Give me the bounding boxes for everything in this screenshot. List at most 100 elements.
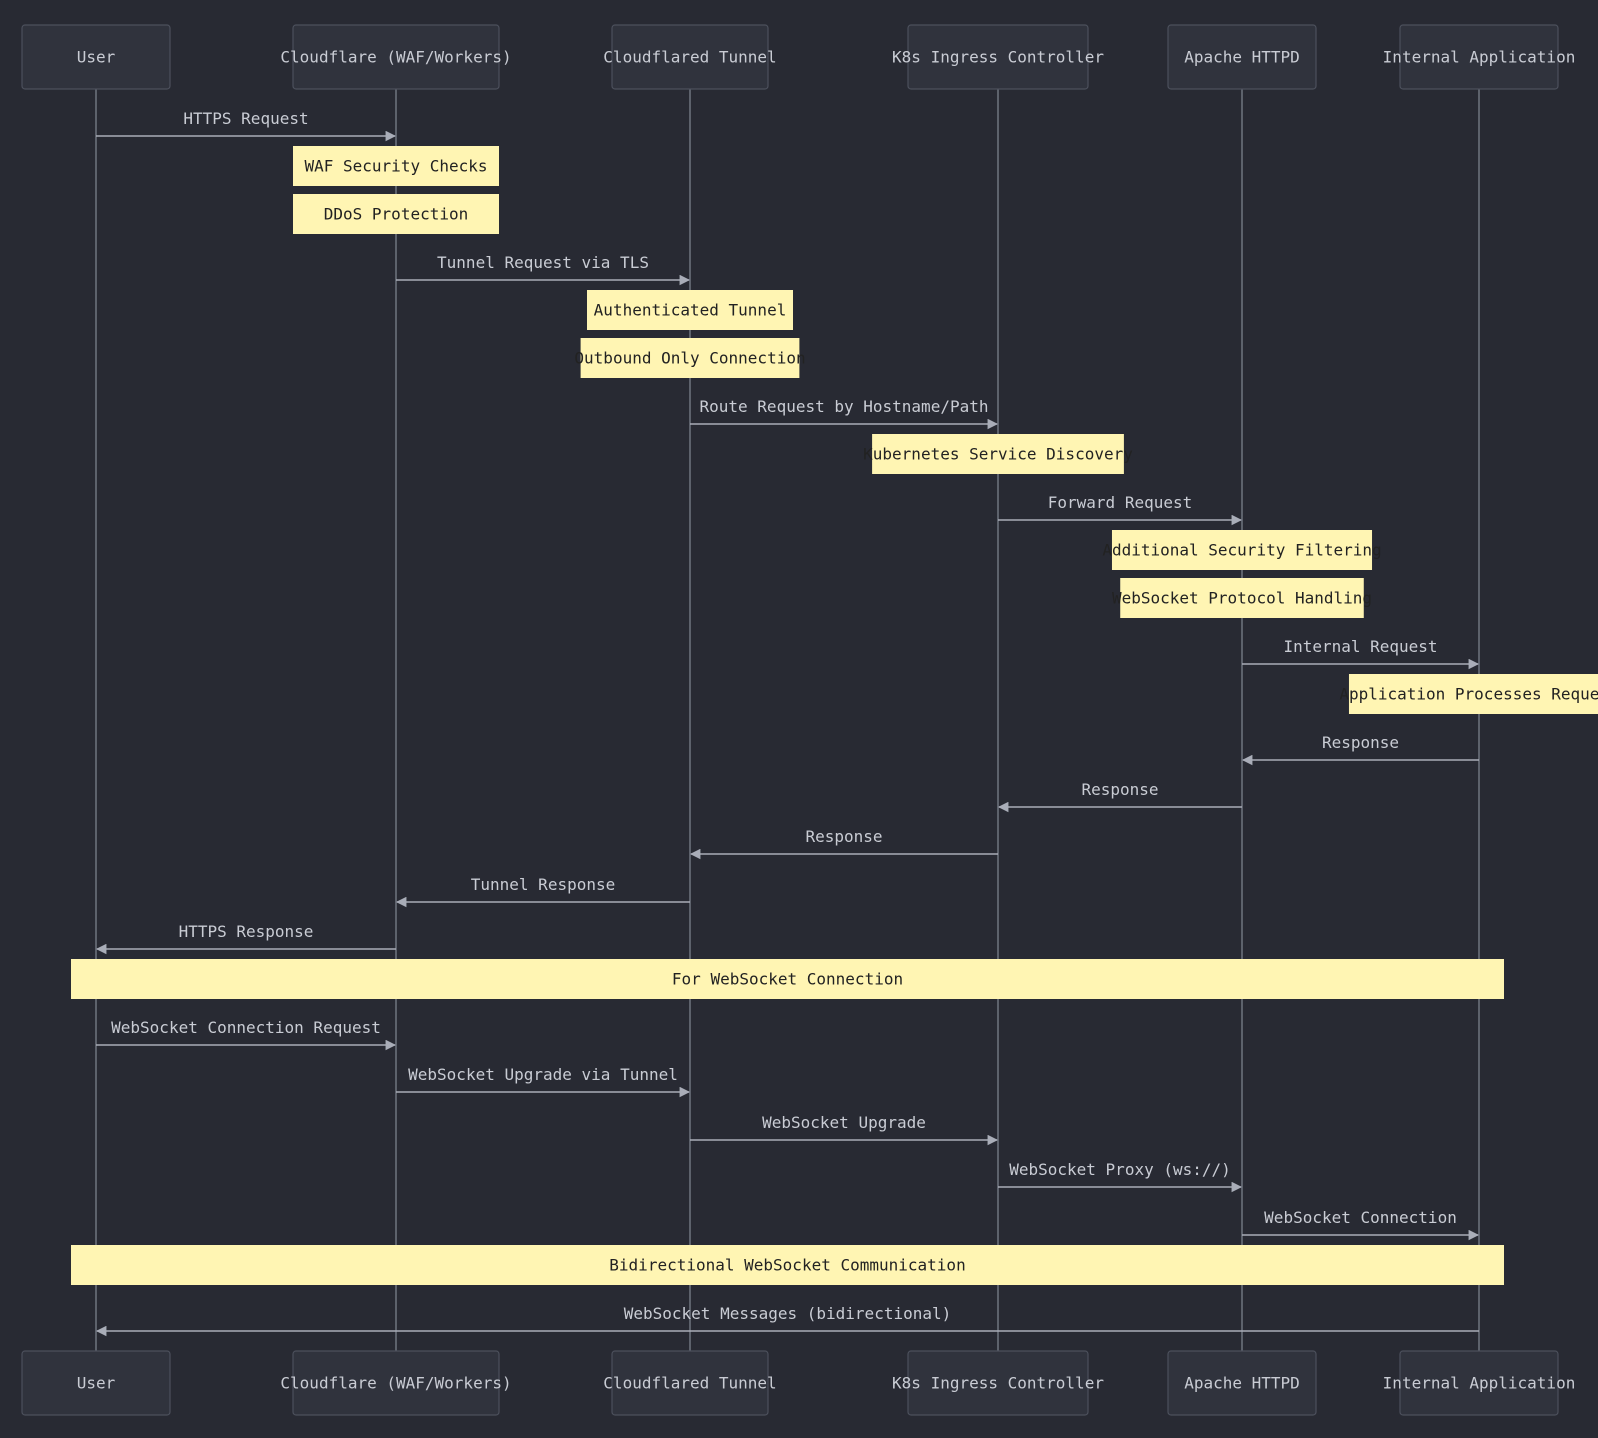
message-label: Forward Request	[1048, 493, 1193, 512]
actor-label: Cloudflared Tunnel	[603, 48, 776, 67]
actor-label: Cloudflared Tunnel	[603, 1374, 776, 1393]
message-arrow: Response	[997, 780, 1242, 813]
note-label: Bidirectional WebSocket Communication	[609, 1256, 965, 1275]
top-actor-user: User	[21, 24, 171, 90]
message-arrow: WebSocket Connection	[1242, 1208, 1480, 1241]
message-arrow: WebSocket Proxy (ws://)	[998, 1160, 1243, 1193]
bottom-actor-k8s-ingress-controller: K8s Ingress Controller	[892, 1350, 1104, 1416]
lifelines	[95, 89, 1480, 1351]
note: Kubernetes Service Discovery	[863, 434, 1133, 474]
actor-box	[1167, 24, 1317, 90]
note-box	[587, 290, 793, 330]
top-actor-apache-httpd: Apache HTTPD	[1167, 24, 1317, 90]
message-arrow: Internal Request	[1242, 637, 1480, 670]
note: For WebSocket Connection	[71, 959, 1504, 999]
note-label: WAF Security Checks	[304, 157, 487, 176]
message-arrow: HTTPS Response	[95, 922, 396, 955]
actor-box	[611, 24, 769, 90]
actor-box	[1399, 24, 1559, 90]
note-box	[1111, 530, 1373, 570]
actor-box	[292, 1350, 500, 1416]
actor-box	[1167, 1350, 1317, 1416]
actor-box	[21, 1350, 171, 1416]
note: DDoS Protection	[293, 194, 499, 234]
bottom-actor-apache-httpd: Apache HTTPD	[1167, 1350, 1317, 1416]
message-arrow: Response	[689, 827, 998, 860]
actor-label: User	[77, 1374, 116, 1393]
actor-box	[907, 24, 1089, 90]
message-label: Response	[1081, 780, 1158, 799]
message-arrow: Response	[1241, 733, 1479, 766]
note: Additional Security Filtering	[1102, 530, 1382, 570]
actor-label: Internal Application	[1383, 1374, 1576, 1393]
message-arrow: Forward Request	[998, 493, 1243, 526]
actor-box	[907, 1350, 1089, 1416]
bottom-actor-user: User	[21, 1350, 171, 1416]
message-label: WebSocket Upgrade	[762, 1113, 926, 1132]
actor-row-top: User Cloudflare (WAF/Workers) Cloudflared …	[21, 24, 1576, 90]
top-actor-k8s-ingress-controller: K8s Ingress Controller	[892, 24, 1104, 90]
actor-box	[21, 24, 171, 90]
actor-box	[292, 24, 500, 90]
actor-label: K8s Ingress Controller	[892, 1374, 1104, 1393]
note-box	[71, 959, 1504, 999]
note-label: Outbound Only Connection	[574, 349, 805, 368]
bottom-actor-cloudflare-waf-workers: Cloudflare (WAF/Workers)	[280, 1350, 512, 1416]
note-label: Kubernetes Service Discovery	[863, 445, 1133, 464]
top-actor-cloudflared-tunnel: Cloudflared Tunnel	[603, 24, 777, 90]
message-label: WebSocket Connection	[1264, 1208, 1457, 1227]
message-label: Response	[805, 827, 882, 846]
actor-label: Apache HTTPD	[1184, 48, 1300, 67]
actor-label: Cloudflare (WAF/Workers)	[280, 48, 511, 67]
message-label: Route Request by Hostname/Path	[700, 397, 989, 416]
note-box	[293, 194, 499, 234]
note: WAF Security Checks	[293, 146, 499, 186]
message-arrow: WebSocket Messages (bidirectional)	[95, 1304, 1479, 1337]
message-arrow: WebSocket Connection Request	[96, 1018, 397, 1051]
note-box	[71, 1245, 1504, 1285]
note-label: Authenticated Tunnel	[594, 301, 787, 320]
actor-label: Apache HTTPD	[1184, 1374, 1300, 1393]
bottom-actor-internal-application: Internal Application	[1383, 1350, 1576, 1416]
note-box	[1348, 674, 1598, 714]
message-label: WebSocket Proxy (ws://)	[1009, 1160, 1231, 1179]
message-arrow: Route Request by Hostname/Path	[690, 397, 999, 430]
actor-label: Cloudflare (WAF/Workers)	[280, 1374, 511, 1393]
message-label: WebSocket Messages (bidirectional)	[624, 1304, 952, 1323]
note-label: WebSocket Protocol Handling	[1112, 589, 1372, 608]
message-arrow: WebSocket Upgrade	[690, 1113, 999, 1146]
actor-label: User	[77, 48, 116, 67]
note-label: For WebSocket Connection	[672, 970, 903, 989]
note-box	[293, 146, 499, 186]
top-actor-cloudflare-waf-workers: Cloudflare (WAF/Workers)	[280, 24, 512, 90]
note-box	[580, 338, 800, 378]
note-label: DDoS Protection	[324, 205, 469, 224]
actor-label: K8s Ingress Controller	[892, 48, 1104, 67]
bottom-actor-cloudflared-tunnel: Cloudflared Tunnel	[603, 1350, 777, 1416]
message-arrow: HTTPS Request	[96, 109, 397, 142]
message-label: WebSocket Connection Request	[111, 1018, 381, 1037]
actor-box	[1399, 1350, 1559, 1416]
message-label: HTTPS Request	[183, 109, 308, 128]
top-actor-internal-application: Internal Application	[1383, 24, 1576, 90]
note: WebSocket Protocol Handling	[1112, 578, 1372, 618]
actor-row-bottom: User Cloudflare (WAF/Workers) Cloudflared …	[21, 1350, 1576, 1416]
note: Bidirectional WebSocket Communication	[71, 1245, 1504, 1285]
message-label: Internal Request	[1283, 637, 1437, 656]
message-arrow: Tunnel Request via TLS	[396, 253, 691, 286]
actor-label: Internal Application	[1383, 48, 1576, 67]
message-label: WebSocket Upgrade via Tunnel	[408, 1065, 678, 1084]
note-label: Application Processes Request	[1339, 685, 1598, 704]
note-label: Additional Security Filtering	[1102, 541, 1381, 560]
message-label: Response	[1322, 733, 1399, 752]
note-box	[1120, 578, 1364, 618]
message-arrow: WebSocket Upgrade via Tunnel	[396, 1065, 691, 1098]
message-label: HTTPS Response	[179, 922, 314, 941]
message-arrow: Tunnel Response	[395, 875, 690, 908]
note: Application Processes Request	[1339, 674, 1598, 714]
note: Outbound Only Connection	[574, 338, 806, 378]
note-box	[872, 434, 1124, 474]
message-label: Tunnel Response	[471, 875, 616, 894]
